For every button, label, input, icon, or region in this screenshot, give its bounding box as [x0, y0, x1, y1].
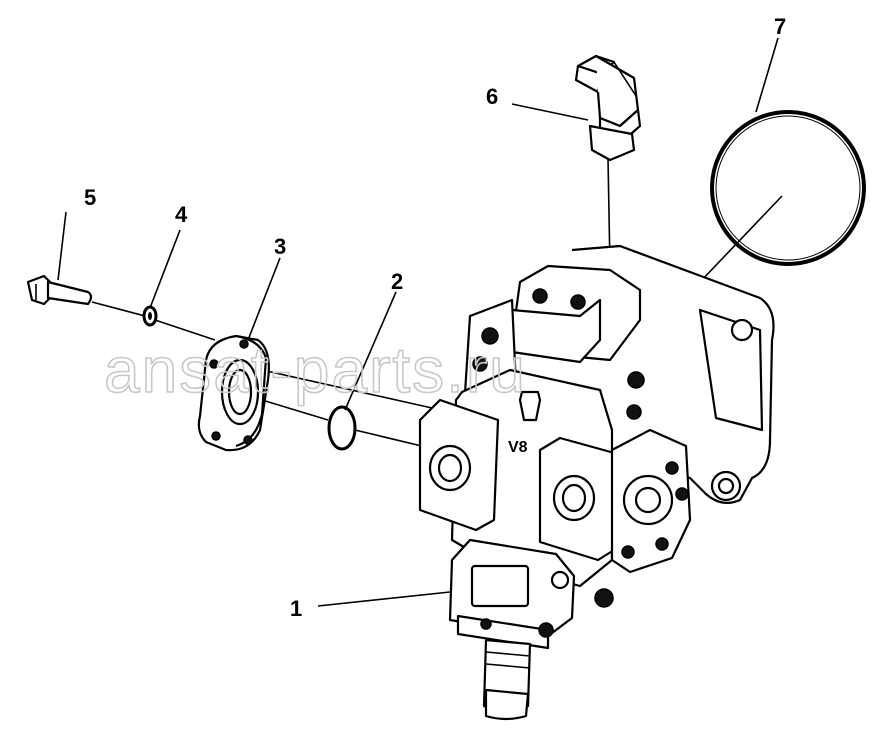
callout-1: 1	[290, 596, 302, 621]
o-ring-part-2	[327, 405, 357, 451]
callout-2: 2	[391, 269, 403, 294]
callout-3: 3	[274, 234, 286, 259]
leader-lines	[57, 37, 779, 607]
callout-6: 6	[486, 84, 498, 109]
watermark-text: ansat-parts.ru	[104, 334, 527, 406]
washer-part-4	[142, 305, 158, 327]
pump-assembly-part-1: V8	[418, 244, 775, 721]
callout-7: 7	[774, 14, 786, 39]
callout-labels: 1 2 3 4 5 6 7	[84, 14, 786, 621]
callout-5: 5	[84, 185, 96, 210]
assembly-axis-lines	[91, 157, 783, 449]
bolt-part-5	[26, 274, 93, 306]
callout-4: 4	[175, 202, 188, 227]
flange-part-3	[197, 334, 270, 452]
elbow-fitting-part-6	[574, 54, 642, 162]
pump-marking-label: V8	[508, 439, 528, 456]
seal-ring-part-7	[710, 110, 866, 266]
